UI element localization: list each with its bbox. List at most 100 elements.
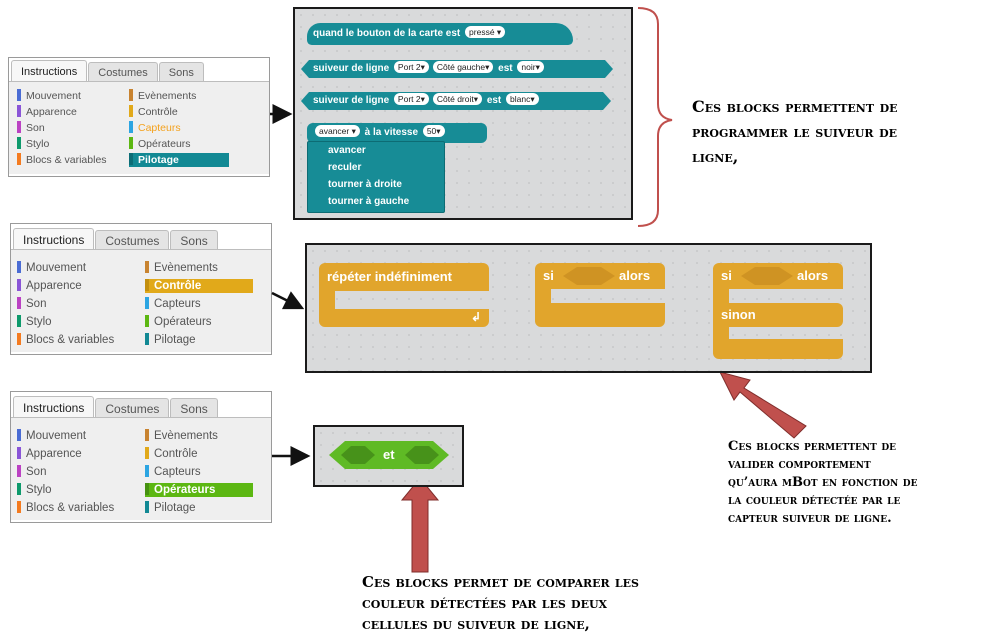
side-dropdown[interactable]: Côté droit▾: [433, 93, 482, 105]
category-apparence[interactable]: Apparence: [17, 447, 82, 461]
condition-slot[interactable]: [563, 267, 615, 285]
red-arrow-icon: [719, 371, 807, 439]
menu-item-avancer[interactable]: avancer: [328, 145, 366, 156]
tab-sons[interactable]: Sons: [170, 398, 218, 418]
condition-slot[interactable]: [741, 267, 793, 285]
block-arm: [713, 327, 729, 341]
category-mouvement[interactable]: Mouvement: [17, 429, 86, 443]
category-capteurs[interactable]: Capteurs: [145, 297, 201, 311]
button-state-dropdown[interactable]: pressé ▾: [465, 26, 506, 38]
category-pilotage-selected[interactable]: Pilotage: [129, 153, 229, 167]
palette-tabs: Instructions Costumes Sons: [11, 58, 205, 82]
category-son[interactable]: Son: [17, 297, 46, 311]
note-operator-blocks: Ces blocks permet de comparer les couleu…: [362, 572, 742, 635]
tab-instructions[interactable]: Instructions: [13, 396, 95, 418]
category-label: Opérateurs: [138, 138, 191, 150]
move-speed-block[interactable]: avancer ▾ à la vitesse 50▾: [307, 123, 487, 143]
block-label: est: [498, 63, 513, 74]
line-follower-left-block[interactable]: suiveur de ligne Port 2▾Côté gauche▾ est…: [301, 60, 613, 78]
category-capteurs[interactable]: Capteurs: [129, 121, 181, 135]
speed-dropdown[interactable]: 50▾: [422, 125, 445, 137]
category-evenements[interactable]: Evènements: [145, 429, 218, 443]
menu-item-tourner-gauche[interactable]: tourner à gauche: [328, 196, 410, 207]
move-action-dropdown[interactable]: avancer ▾: [315, 125, 360, 137]
category-mouvement[interactable]: Mouvement: [17, 261, 86, 275]
right-operand-slot[interactable]: [405, 446, 439, 464]
category-capteurs[interactable]: Capteurs: [145, 465, 201, 479]
category-label: Stylo: [26, 316, 52, 328]
and-operator-block[interactable]: et: [329, 441, 449, 469]
note-line: couleur détectées par les deux: [362, 594, 608, 612]
category-label: Opérateurs: [154, 484, 216, 496]
palette-panel-controle: Instructions Costumes Sons Mouvement App…: [10, 223, 272, 355]
category-pilotage[interactable]: Pilotage: [145, 333, 196, 347]
block-label: est: [486, 95, 502, 106]
note-line: Ces blocks permettent de: [728, 439, 896, 454]
if-then-block[interactable]: si alors: [535, 263, 665, 327]
category-operateurs-selected[interactable]: Opérateurs: [145, 483, 253, 497]
category-evenements[interactable]: Evènements: [129, 89, 196, 103]
category-operateurs[interactable]: Opérateurs: [145, 315, 212, 329]
category-blocs-variables[interactable]: Blocs & variables: [17, 333, 114, 347]
block-label: à la vitesse: [364, 127, 419, 138]
block-footer: [713, 339, 843, 359]
port-dropdown[interactable]: Port 2▾: [394, 61, 429, 73]
category-controle[interactable]: Contrôle: [129, 105, 178, 119]
tab-instructions[interactable]: Instructions: [13, 228, 95, 250]
category-stylo[interactable]: Stylo: [17, 315, 52, 329]
category-label: Son: [26, 466, 47, 478]
category-controle[interactable]: Contrôle: [145, 447, 197, 461]
category-stylo[interactable]: Stylo: [17, 483, 52, 497]
tab-instructions[interactable]: Instructions: [11, 60, 88, 82]
palette-panel-pilotage: Instructions Costumes Sons Mouvement App…: [8, 57, 270, 177]
tab-costumes[interactable]: Costumes: [95, 398, 170, 418]
left-operand-slot[interactable]: [341, 446, 375, 464]
category-stylo[interactable]: Stylo: [17, 137, 49, 151]
move-action-menu: avancer reculer tourner à droite tourner…: [307, 141, 445, 213]
category-label: Mouvement: [26, 90, 81, 102]
category-son[interactable]: Son: [17, 465, 46, 479]
category-apparence[interactable]: Apparence: [17, 279, 82, 293]
category-label: Contrôle: [154, 448, 198, 460]
note-line: qu’aura mBot en fonction de: [728, 475, 918, 490]
category-label: Contrôle: [138, 106, 178, 118]
block-label: sinon: [721, 307, 756, 322]
category-operateurs[interactable]: Opérateurs: [129, 137, 191, 151]
category-evenements[interactable]: Evènements: [145, 261, 218, 275]
arrow-icon: [271, 291, 305, 310]
tab-costumes[interactable]: Costumes: [88, 62, 158, 82]
category-apparence[interactable]: Apparence: [17, 105, 77, 119]
hat-label: quand le bouton de la carte est: [313, 28, 461, 39]
palette-panel-operateurs: Instructions Costumes Sons Mouvement App…: [10, 391, 272, 523]
forever-block[interactable]: répéter indéfiniment ↲: [319, 263, 489, 327]
menu-item-reculer[interactable]: reculer: [328, 162, 362, 173]
note-mbot-blocks: Ces blocks permettent de programmer le s…: [692, 94, 982, 169]
category-pilotage[interactable]: Pilotage: [145, 501, 196, 515]
else-bar: sinon: [713, 303, 843, 327]
tab-costumes[interactable]: Costumes: [95, 230, 170, 250]
if-else-block[interactable]: si alors sinon: [713, 263, 843, 359]
tab-sons[interactable]: Sons: [158, 62, 204, 82]
menu-item-tourner-droite[interactable]: tourner à droite: [328, 179, 402, 190]
category-controle-selected[interactable]: Contrôle: [145, 279, 253, 293]
side-dropdown[interactable]: Côté gauche▾: [433, 61, 493, 73]
color-dropdown[interactable]: blanc▾: [506, 93, 539, 105]
button-pressed-hat-block[interactable]: quand le bouton de la carte est pressé ▾: [307, 23, 573, 45]
color-dropdown[interactable]: noir▾: [517, 61, 543, 73]
line-follower-right-block[interactable]: suiveur de ligne Port 2▾Côté droit▾ est …: [301, 92, 611, 110]
palette-tabs: Instructions Costumes Sons: [13, 224, 219, 250]
forever-header: répéter indéfiniment: [319, 263, 489, 291]
category-label: Capteurs: [154, 466, 201, 478]
tab-sons[interactable]: Sons: [170, 230, 218, 250]
category-mouvement[interactable]: Mouvement: [17, 89, 81, 103]
port-dropdown[interactable]: Port 2▾: [394, 93, 429, 105]
category-blocs-variables[interactable]: Blocs & variables: [17, 153, 107, 167]
block-label: si: [721, 268, 732, 283]
note-line: cellules du suiveur de ligne,: [362, 615, 590, 633]
category-blocs-variables[interactable]: Blocs & variables: [17, 501, 114, 515]
category-label: Capteurs: [138, 122, 181, 134]
category-label: Evènements: [154, 262, 218, 274]
category-son[interactable]: Son: [17, 121, 45, 135]
control-blocks-canvas: répéter indéfiniment ↲ si alors si alors…: [305, 243, 872, 373]
category-label: Opérateurs: [154, 316, 212, 328]
